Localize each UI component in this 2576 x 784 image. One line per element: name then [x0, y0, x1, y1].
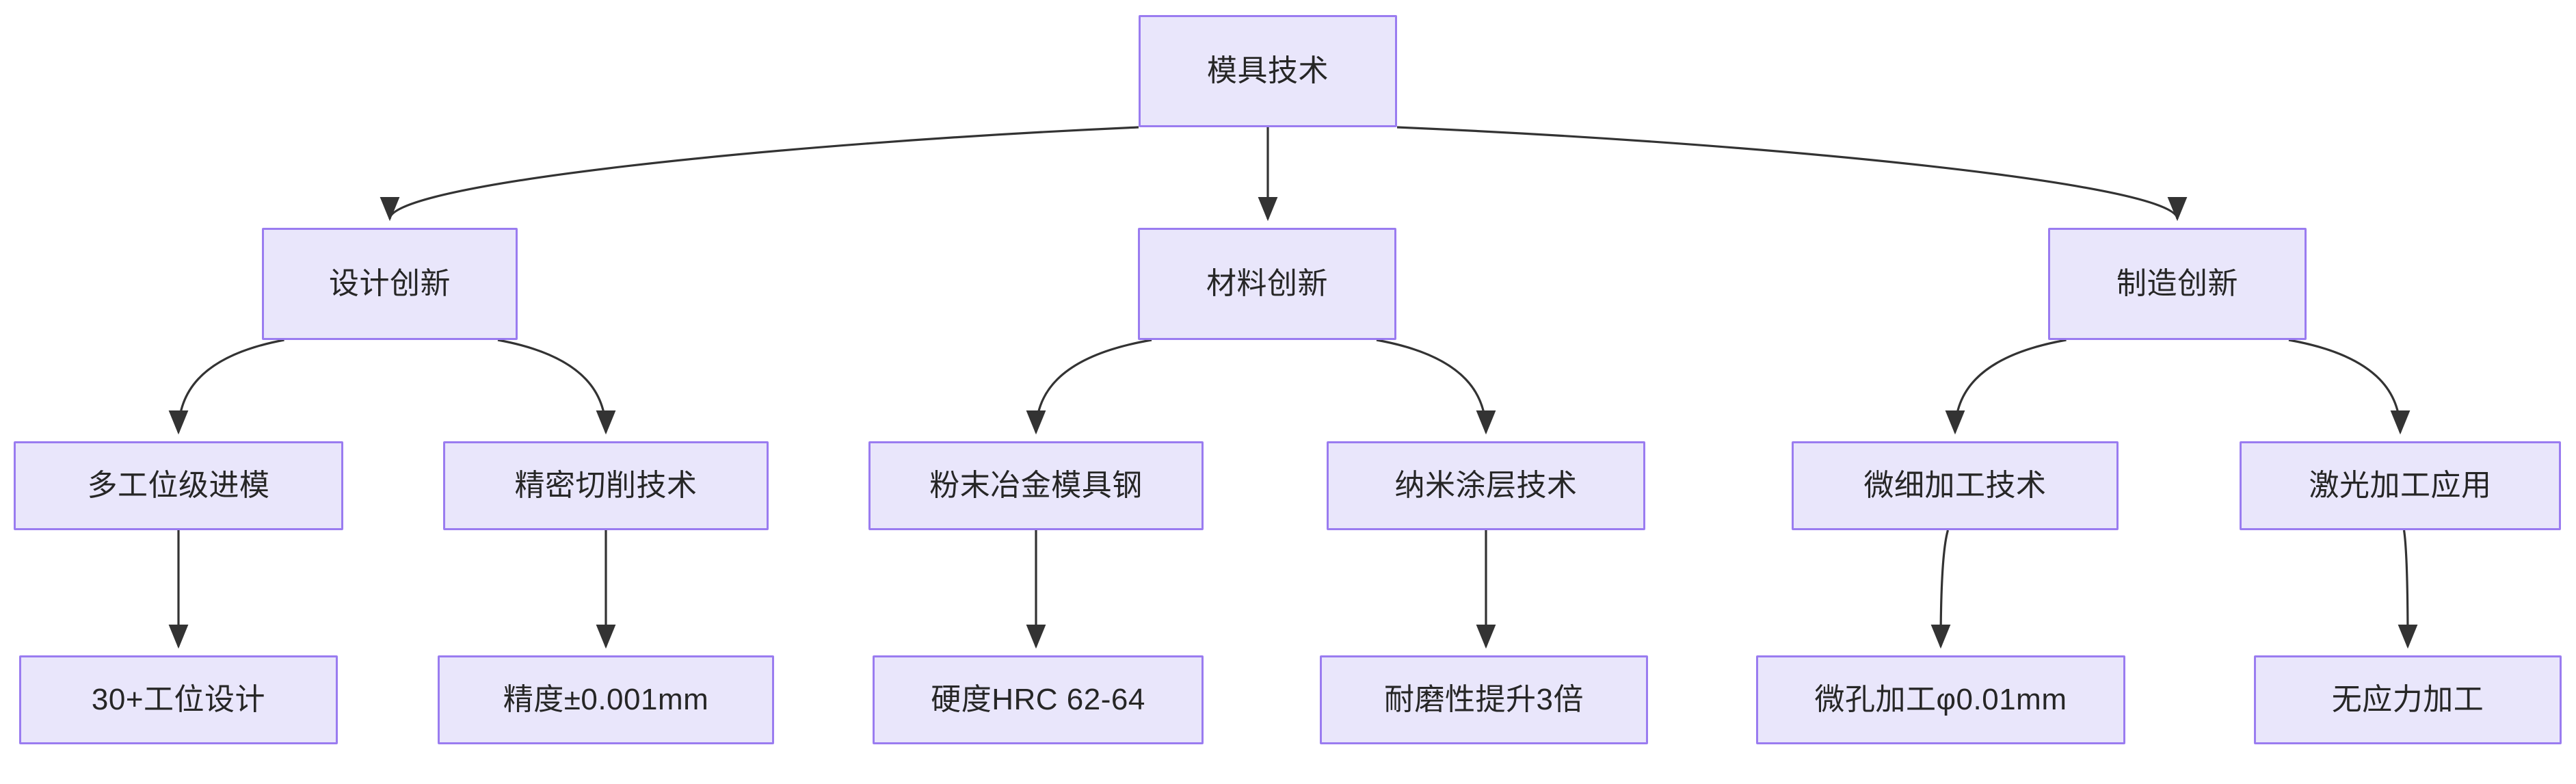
edge-design-to-precision-cutting — [497, 339, 616, 435]
node-label: 硬度HRC 62-64 — [931, 682, 1145, 716]
node-label: 微细加工技术 — [1863, 468, 2047, 502]
node-wear-value[interactable]: 耐磨性提升3倍 — [1320, 655, 1648, 744]
node-progressive-die[interactable]: 多工位级进模 — [14, 441, 343, 530]
node-label: 激光加工应用 — [2309, 468, 2492, 502]
node-micro-hole-value[interactable]: 微孔加工φ0.01mm — [1756, 655, 2125, 744]
node-label: 精度±0.001mm — [503, 682, 709, 716]
edge-micro-machining-to-micro-hole-value — [1930, 530, 1951, 649]
node-root[interactable]: 模具技术 — [1139, 15, 1397, 127]
node-material[interactable]: 材料创新 — [1138, 228, 1396, 340]
node-stress-free-value[interactable]: 无应力加工 — [2254, 655, 2562, 744]
edge-manufacture-to-laser-processing — [2288, 339, 2411, 435]
node-label: 30+工位设计 — [91, 682, 266, 716]
node-label: 制造创新 — [2116, 266, 2238, 300]
edge-material-to-nano-coating — [1376, 339, 1496, 435]
edge-material-to-pm-die-steel — [1026, 339, 1152, 435]
node-label: 耐磨性提升3倍 — [1384, 682, 1584, 716]
node-label: 无应力加工 — [2331, 682, 2484, 716]
edge-manufacture-to-micro-machining — [1945, 339, 2067, 435]
node-label: 精密切削技术 — [514, 468, 698, 502]
edge-root-to-design — [380, 126, 1139, 222]
node-manufacture[interactable]: 制造创新 — [2048, 228, 2307, 340]
node-nano-coating[interactable]: 纳米涂层技术 — [1327, 441, 1645, 530]
node-station-design[interactable]: 30+工位设计 — [19, 655, 338, 744]
node-label: 纳米涂层技术 — [1394, 468, 1578, 502]
node-design[interactable]: 设计创新 — [262, 228, 518, 340]
edge-design-to-progressive-die — [168, 339, 284, 435]
node-micro-machining[interactable]: 微细加工技术 — [1792, 441, 2119, 530]
edge-root-to-manufacture — [1396, 126, 2188, 222]
node-label: 设计创新 — [329, 266, 451, 300]
node-label: 材料创新 — [1206, 266, 1328, 300]
node-precision-value[interactable]: 精度±0.001mm — [438, 655, 774, 744]
node-label: 微孔加工φ0.01mm — [1814, 682, 2067, 716]
node-pm-die-steel[interactable]: 粉末冶金模具钢 — [868, 441, 1204, 530]
node-label: 粉末冶金模具钢 — [929, 468, 1143, 502]
node-precision-cutting[interactable]: 精密切削技术 — [443, 441, 769, 530]
node-label: 多工位级进模 — [87, 468, 270, 502]
edge-laser-processing-to-stress-free-value — [2398, 530, 2418, 649]
node-laser-processing[interactable]: 激光加工应用 — [2240, 441, 2561, 530]
node-label: 模具技术 — [1207, 53, 1329, 88]
node-hardness-value[interactable]: 硬度HRC 62-64 — [873, 655, 1204, 744]
